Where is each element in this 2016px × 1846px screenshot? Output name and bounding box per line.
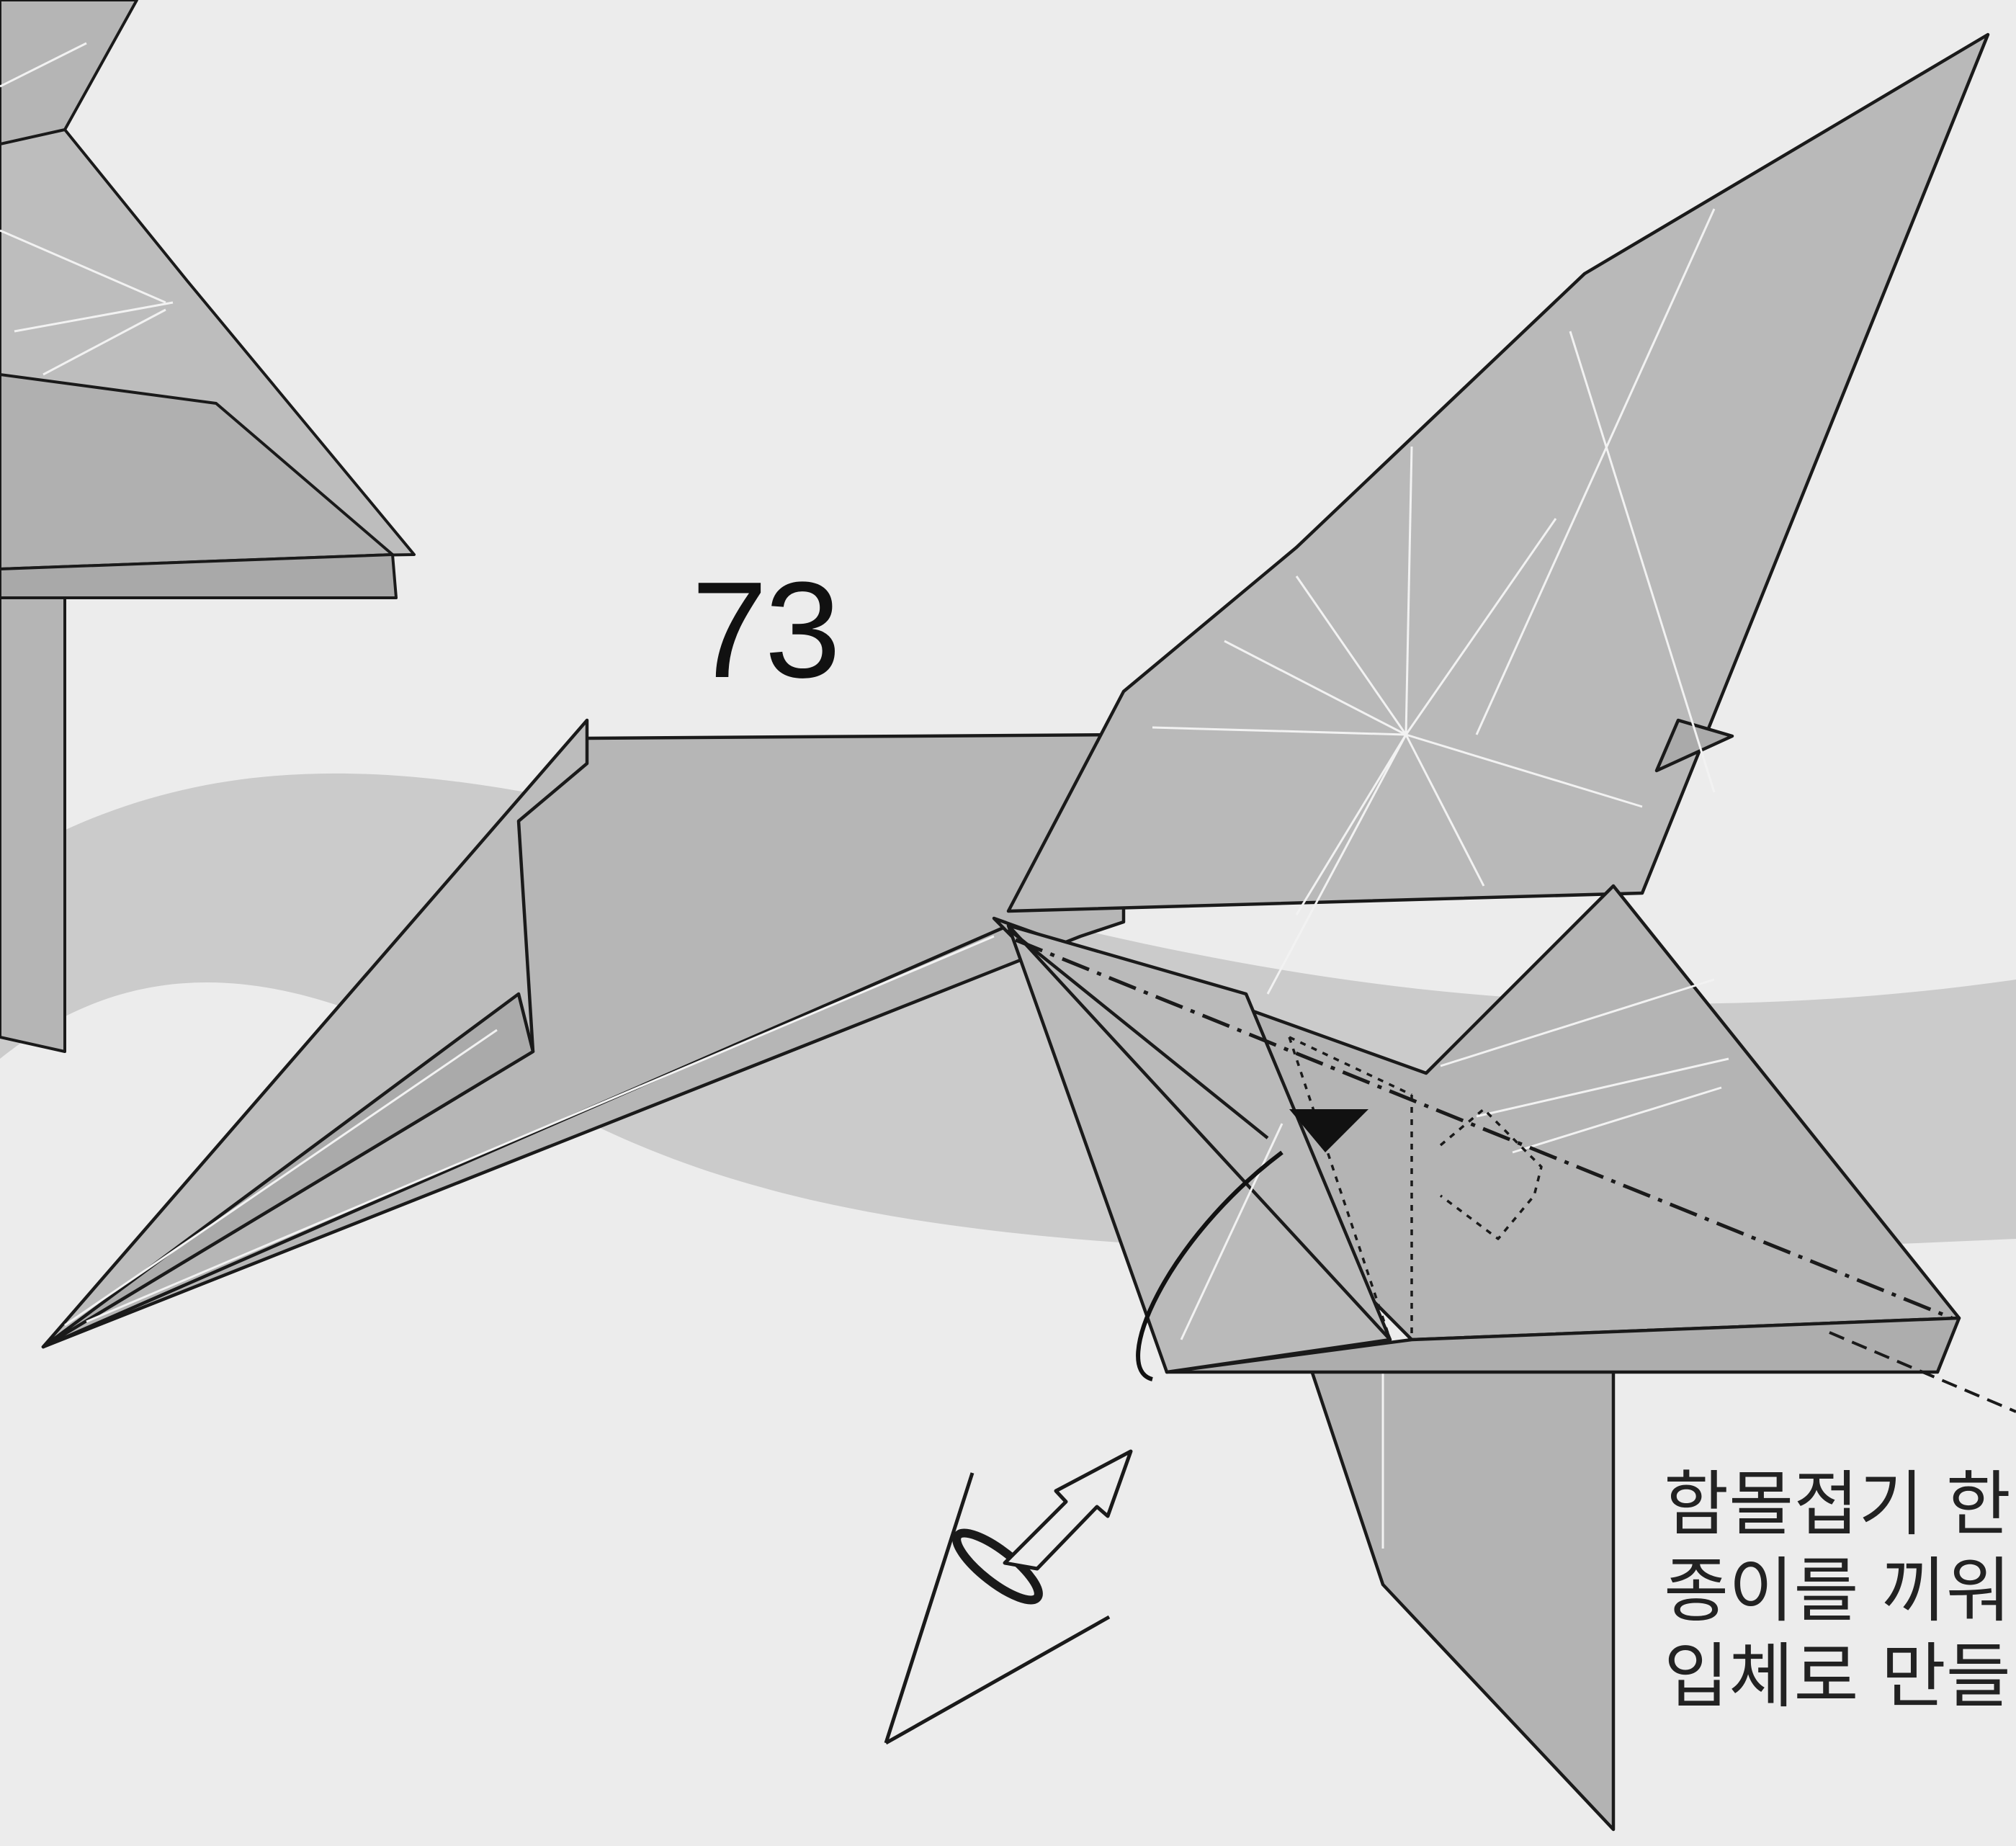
double-arrow-icon (1003, 1449, 1133, 1571)
tail-flap (1309, 1366, 1616, 1832)
push-arrow-icon (1289, 1109, 1368, 1152)
wing-creases (1152, 208, 1716, 995)
fold-line (1015, 938, 1953, 1320)
hidden-fold-lines (1288, 1036, 1543, 1340)
instruction-line-1: 함몰접기 한 (1664, 1464, 2011, 1546)
instruction-line-2: 종이를 끼워 (1664, 1549, 2011, 1632)
inside-reverse-fold-arrow-icon (1136, 1150, 1283, 1381)
eye-view-icon (884, 1472, 1111, 1745)
wing-tip-flap (1654, 718, 1734, 773)
previous-step-model (0, 0, 416, 1053)
instruction-note: 함몰접기 한 종이를 끼워 입체로 만들 (1664, 1462, 2011, 1721)
instruction-line-3: 입체로 만들 (1664, 1636, 2011, 1719)
origami-model (41, 32, 2016, 1832)
upper-wing (1006, 32, 1990, 913)
step-number: 73 (691, 554, 841, 707)
